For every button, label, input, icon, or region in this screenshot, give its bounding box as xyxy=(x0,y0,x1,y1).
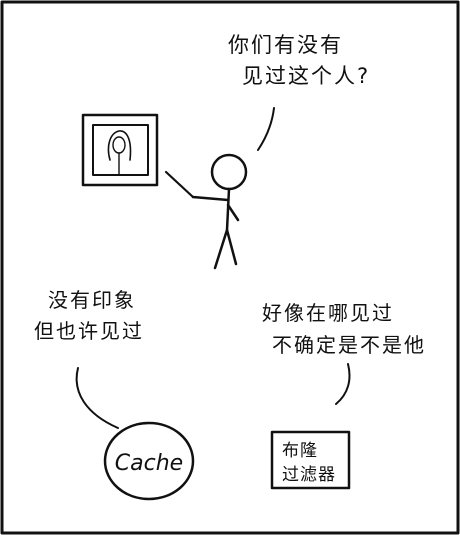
bloom-label-line2: 过滤器 xyxy=(282,465,336,485)
presenter-body xyxy=(225,187,231,232)
bloom-filter-character: 布隆 过滤器 xyxy=(270,430,351,490)
framed-portrait xyxy=(81,113,159,187)
presenter-arms xyxy=(191,195,240,222)
cache-speech-line2: 但也许见过 xyxy=(34,319,144,343)
cache-label: Cache xyxy=(115,451,183,476)
bloom-filter-box xyxy=(270,430,351,490)
cache-circle xyxy=(103,421,195,501)
bloom-speech-line1: 好像在哪见过 xyxy=(262,301,394,325)
presenter-head xyxy=(210,153,248,191)
presenter-speech-line2: 见过这个人? xyxy=(242,64,370,88)
pointer-stick xyxy=(164,170,195,199)
cache-speech-tail xyxy=(75,367,119,429)
cache-character: Cache xyxy=(103,421,195,501)
portrait-hair xyxy=(107,130,132,161)
portrait-frame-outer xyxy=(81,113,159,187)
cache-speech-line1: 没有印象 xyxy=(48,288,136,312)
bloom-speech-line2: 不确定是不是他 xyxy=(272,333,426,357)
presenter-speech-tail xyxy=(257,107,275,151)
portrait-face xyxy=(112,136,126,154)
bloom-label-line1: 布隆 xyxy=(282,441,318,461)
stick-figure-presenter xyxy=(164,153,248,270)
presenter-speech-line1: 你们有没有 xyxy=(228,33,343,57)
presenter-legs xyxy=(213,228,238,270)
bloom-speech-tail xyxy=(335,363,351,405)
portrait-frame-inner xyxy=(92,124,149,176)
